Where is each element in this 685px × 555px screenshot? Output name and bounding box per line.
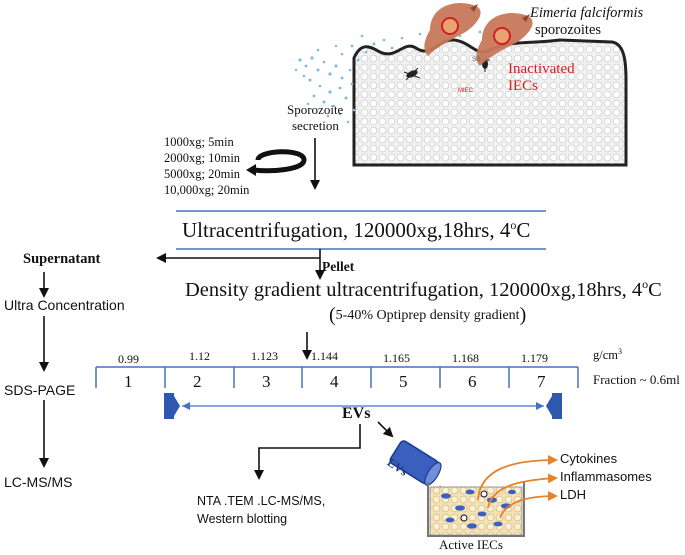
density-value: 1.123	[251, 349, 278, 363]
pre-spin-1: 1000xg; 5min	[164, 135, 234, 149]
fraction-number: 3	[262, 372, 271, 391]
active-iecs-well-icon	[427, 482, 525, 537]
recycle-arrow-head	[246, 164, 256, 176]
recycle-arrow	[253, 149, 307, 174]
organism-stage: sporozoites	[535, 22, 602, 38]
density-value: 1.179	[521, 351, 548, 365]
pre-spin-4: 10,000xg; 20min	[164, 183, 250, 197]
secretion-dots	[294, 28, 522, 124]
sds-page-label: SDS-PAGE	[4, 382, 76, 398]
fraction-number: 2	[193, 372, 202, 391]
fraction-bar	[95, 366, 579, 388]
fraction-number: 6	[468, 372, 477, 391]
inflammasomes-arrow	[487, 473, 558, 509]
pellet-label: Pellet	[322, 259, 355, 274]
evs-label: EVs	[342, 405, 371, 422]
inactivated-label-line1: Inactivated	[508, 61, 575, 77]
fraction-number: 4	[330, 372, 339, 391]
fraction-volume: Fraction ~ 0.6ml	[593, 372, 680, 387]
analysis-arrow	[254, 424, 361, 480]
ev-tube-icon	[389, 440, 442, 486]
density-value: 0.99	[118, 352, 139, 366]
density-gradient-step: Density gradient ultracentrifugation, 12…	[185, 277, 662, 301]
supernatant-label: Supernatant	[23, 251, 101, 267]
lc-ms-ms-label: LC-MS/MS	[4, 474, 73, 490]
miec-label: MIEC	[458, 88, 473, 94]
active-iecs-label: Active IECs	[439, 537, 503, 552]
epithelium-illustration	[294, 3, 628, 167]
inflammasomes-label: Inflammasomes	[560, 469, 652, 484]
sporozoite-icon	[476, 13, 533, 66]
density-unit: g/cm3	[593, 347, 622, 363]
fraction-number: 7	[537, 372, 546, 391]
fraction-number: 1	[124, 372, 133, 391]
density-value: 1.168	[452, 351, 479, 365]
cytokines-label: Cytokines	[560, 451, 618, 466]
cytokines-arrow	[477, 455, 558, 501]
ultra-concentration-label: Ultra Concentration	[4, 297, 125, 313]
density-value: 1.12	[189, 349, 210, 363]
analysis-methods-line1: NTA .TEM .LC-MS/MS,	[197, 494, 326, 508]
ultracentrifugation-step: Ultracentrifugation, 120000xg,18hrs, 4oC	[182, 218, 531, 242]
density-value: 1.165	[383, 351, 410, 365]
organism-name: Eimeria falciformis	[530, 5, 644, 21]
pre-spin-3: 5000xg; 20min	[164, 167, 241, 181]
ldh-arrow	[499, 491, 558, 519]
tube-arrow	[377, 421, 394, 438]
inactivated-label-line2: IECs	[508, 78, 538, 94]
secretion-label-line1: Sporozoite	[287, 102, 344, 117]
ldh-label: LDH	[560, 487, 587, 502]
pre-spin-2: 2000xg; 10min	[164, 151, 241, 165]
sporozoite-icon	[424, 3, 481, 56]
gradient-note: (5-40% Optiprep density gradient)	[329, 304, 527, 326]
secretion-label-line2: secretion	[292, 118, 339, 133]
epithelial-cell-layer	[352, 38, 628, 167]
analysis-methods-line2: Western blotting	[197, 512, 288, 526]
evs-range-bracket	[164, 393, 562, 419]
density-value: 1.144	[311, 349, 338, 363]
sg-label: SG	[472, 57, 481, 63]
fraction-number: 5	[399, 372, 408, 391]
